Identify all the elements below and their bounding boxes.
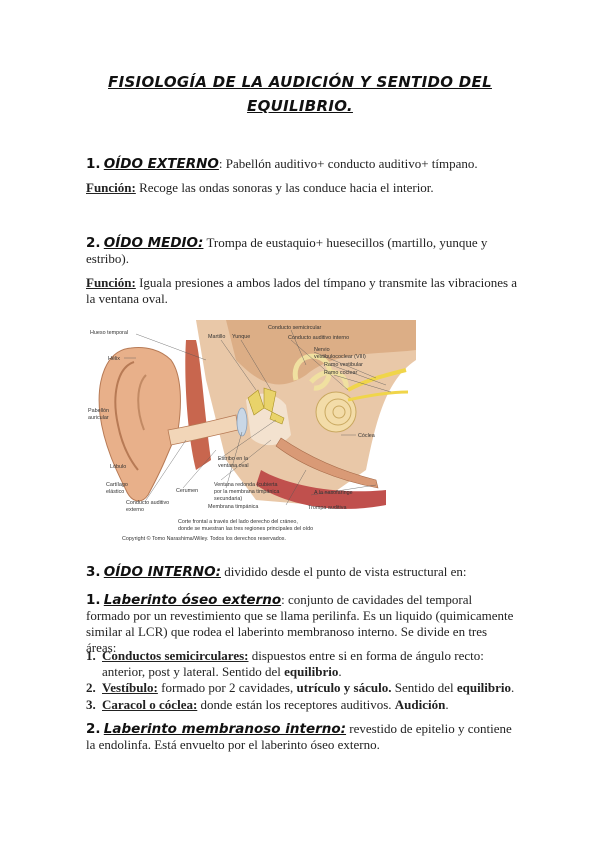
list-item: 2. Vestíbulo: formado por 2 cavidades, u… xyxy=(86,680,526,696)
section-text: Pabellón auditivo+ conducto auditivo+ tí… xyxy=(222,156,478,171)
label-trompa-auditiva: Trompa auditiva xyxy=(308,505,346,511)
label-nervio-1: Nervio xyxy=(314,347,330,353)
list-text: formado por 2 cavidades, xyxy=(157,680,297,695)
list-bold: equilibrio xyxy=(456,680,512,695)
label-conducto-semicircular: Conducto semicircular xyxy=(268,325,322,331)
subsection-laberinto-oseo: 1. Laberinto óseo externo: conjunto de c… xyxy=(86,592,518,656)
label-cartilago-1: Cartílago xyxy=(106,482,128,488)
section-number: 1. xyxy=(86,156,101,172)
section-heading: OÍDO EXTERNO xyxy=(103,156,219,172)
label-hueso-temporal: Hueso temporal xyxy=(90,330,128,336)
label-pabellon: Pabellón xyxy=(88,408,109,414)
page-title: FISIOLOGÍA DE LA AUDICIÓN Y SENTIDO DEL … xyxy=(70,70,530,118)
copyright: Copyright © Tomo Narashima/Wiley. Todos … xyxy=(122,535,286,542)
list-label: Vestíbulo: xyxy=(102,680,158,695)
label-conducto-auditivo-interno: Conducto auditivo interno xyxy=(288,335,349,341)
list-item: 3. Caracol o cóclea: donde están los rec… xyxy=(86,697,526,713)
title-line-2: EQUILIBRIO. xyxy=(247,97,353,115)
label-cerumen: Cerumen xyxy=(176,488,198,494)
list-bold: Audición xyxy=(394,696,446,712)
list-end: . xyxy=(511,680,515,695)
label-ventana-redonda-2: por la membrana timpánica xyxy=(214,489,279,495)
label-ramo-coclear: Ramo coclear xyxy=(324,370,357,376)
list-label: Caracol o cóclea: xyxy=(102,696,198,712)
list-bold: equilibrio xyxy=(284,663,339,679)
section-text: Trompa de eustaquio+ huesecillos (martil… xyxy=(86,235,488,266)
list-end: . xyxy=(445,696,449,712)
label-nervio-2: vestibulococlear (VIII) xyxy=(314,354,366,360)
label-martillo: Martillo xyxy=(208,334,225,340)
separator: : xyxy=(281,592,285,607)
subsection-text: conjunto de cavidades del temporal forma… xyxy=(86,592,514,655)
section-heading: OÍDO MEDIO: xyxy=(103,235,204,251)
label-ventana-redonda-3: secundaria) xyxy=(214,496,242,502)
subsection-number: 1. xyxy=(86,592,101,608)
section-oido-medio: 2. OÍDO MEDIO: Trompa de eustaquio+ hues… xyxy=(86,235,518,267)
list-label: Conductos semicirculares: xyxy=(102,648,249,663)
function-oido-externo: Función: Recoge las ondas sonoras y las … xyxy=(86,180,518,196)
list-text-2: Sentido del xyxy=(391,680,457,695)
label-membrana-timpanica: Membrana timpánica xyxy=(208,504,258,510)
label-auricular: auricular xyxy=(88,415,109,421)
function-text: Iguala presiones a ambos lados del tímpa… xyxy=(86,275,518,306)
list-text: dispuestos entre si en forma de ángulo r… xyxy=(102,648,484,679)
label-cartilago-2: elástico xyxy=(106,489,124,495)
subsection-number: 2. xyxy=(86,721,101,737)
list-bold-2: utrículo y sáculo. xyxy=(296,680,392,695)
label-coclea: Cóclea xyxy=(358,433,375,439)
subsection-laberinto-membranoso: 2. Laberinto membranoso interno: revesti… xyxy=(86,721,518,753)
function-text: Recoge las ondas sonoras y las conduce h… xyxy=(135,180,434,195)
subsection-text: revestido de epitelio y contiene la endo… xyxy=(86,721,512,752)
function-label: Función: xyxy=(86,275,136,290)
label-conducto-externo-1: Conducto auditivo xyxy=(126,500,169,506)
section-oido-externo: 1. OÍDO EXTERNO: Pabellón auditivo+ cond… xyxy=(86,156,518,172)
label-ventana-redonda-1: Ventana redonda (cubierta xyxy=(214,482,278,488)
list-number: 3. xyxy=(86,696,96,712)
list-number: 1. xyxy=(86,648,96,663)
function-label: Función: xyxy=(86,180,136,195)
label-estribo-1: Estribo en la xyxy=(218,456,248,462)
section-number: 2. xyxy=(86,235,101,251)
inner-ear-areas-list: 1. Conductos semicirculares: dispuestos … xyxy=(86,648,526,713)
separator: : xyxy=(218,156,223,171)
label-ramo-vestibular: Ramo vestibular xyxy=(324,362,363,368)
list-number: 2. xyxy=(86,680,96,695)
label-yunque: Yunque xyxy=(232,334,250,340)
label-lobulo: Lóbulo xyxy=(110,464,126,470)
label-conducto-externo-2: externo xyxy=(126,507,144,513)
section-oido-interno: 3. OÍDO INTERNO: dividido desde el punto… xyxy=(86,564,518,580)
list-text: donde están los receptores auditivos. xyxy=(197,696,395,712)
caption-line-1: Corte frontal a través del lado derecho … xyxy=(178,519,298,525)
label-nasofaringe: A la nasofaringe xyxy=(314,490,353,496)
section-number: 3. xyxy=(86,564,101,580)
function-oido-medio: Función: Iguala presiones a ambos lados … xyxy=(86,275,518,307)
ear-anatomy-figure: Hueso temporal Hélix Pabellón auricular … xyxy=(86,320,516,545)
list-end: . xyxy=(338,663,342,679)
section-heading: OÍDO INTERNO: xyxy=(103,564,221,580)
subsection-heading: Laberinto óseo externo xyxy=(103,592,282,608)
label-helix: Hélix xyxy=(108,356,120,362)
caption-line-2: donde se muestran las tres regiones prin… xyxy=(178,526,313,532)
list-item: 1. Conductos semicirculares: dispuestos … xyxy=(86,648,526,679)
subsection-heading: Laberinto membranoso interno: xyxy=(103,721,347,737)
title-line-1: FISIOLOGÍA DE LA AUDICIÓN Y SENTIDO DEL xyxy=(108,73,492,91)
label-estribo-2: ventana oval xyxy=(218,463,249,469)
section-text: dividido desde el punto de vista estruct… xyxy=(220,564,467,579)
